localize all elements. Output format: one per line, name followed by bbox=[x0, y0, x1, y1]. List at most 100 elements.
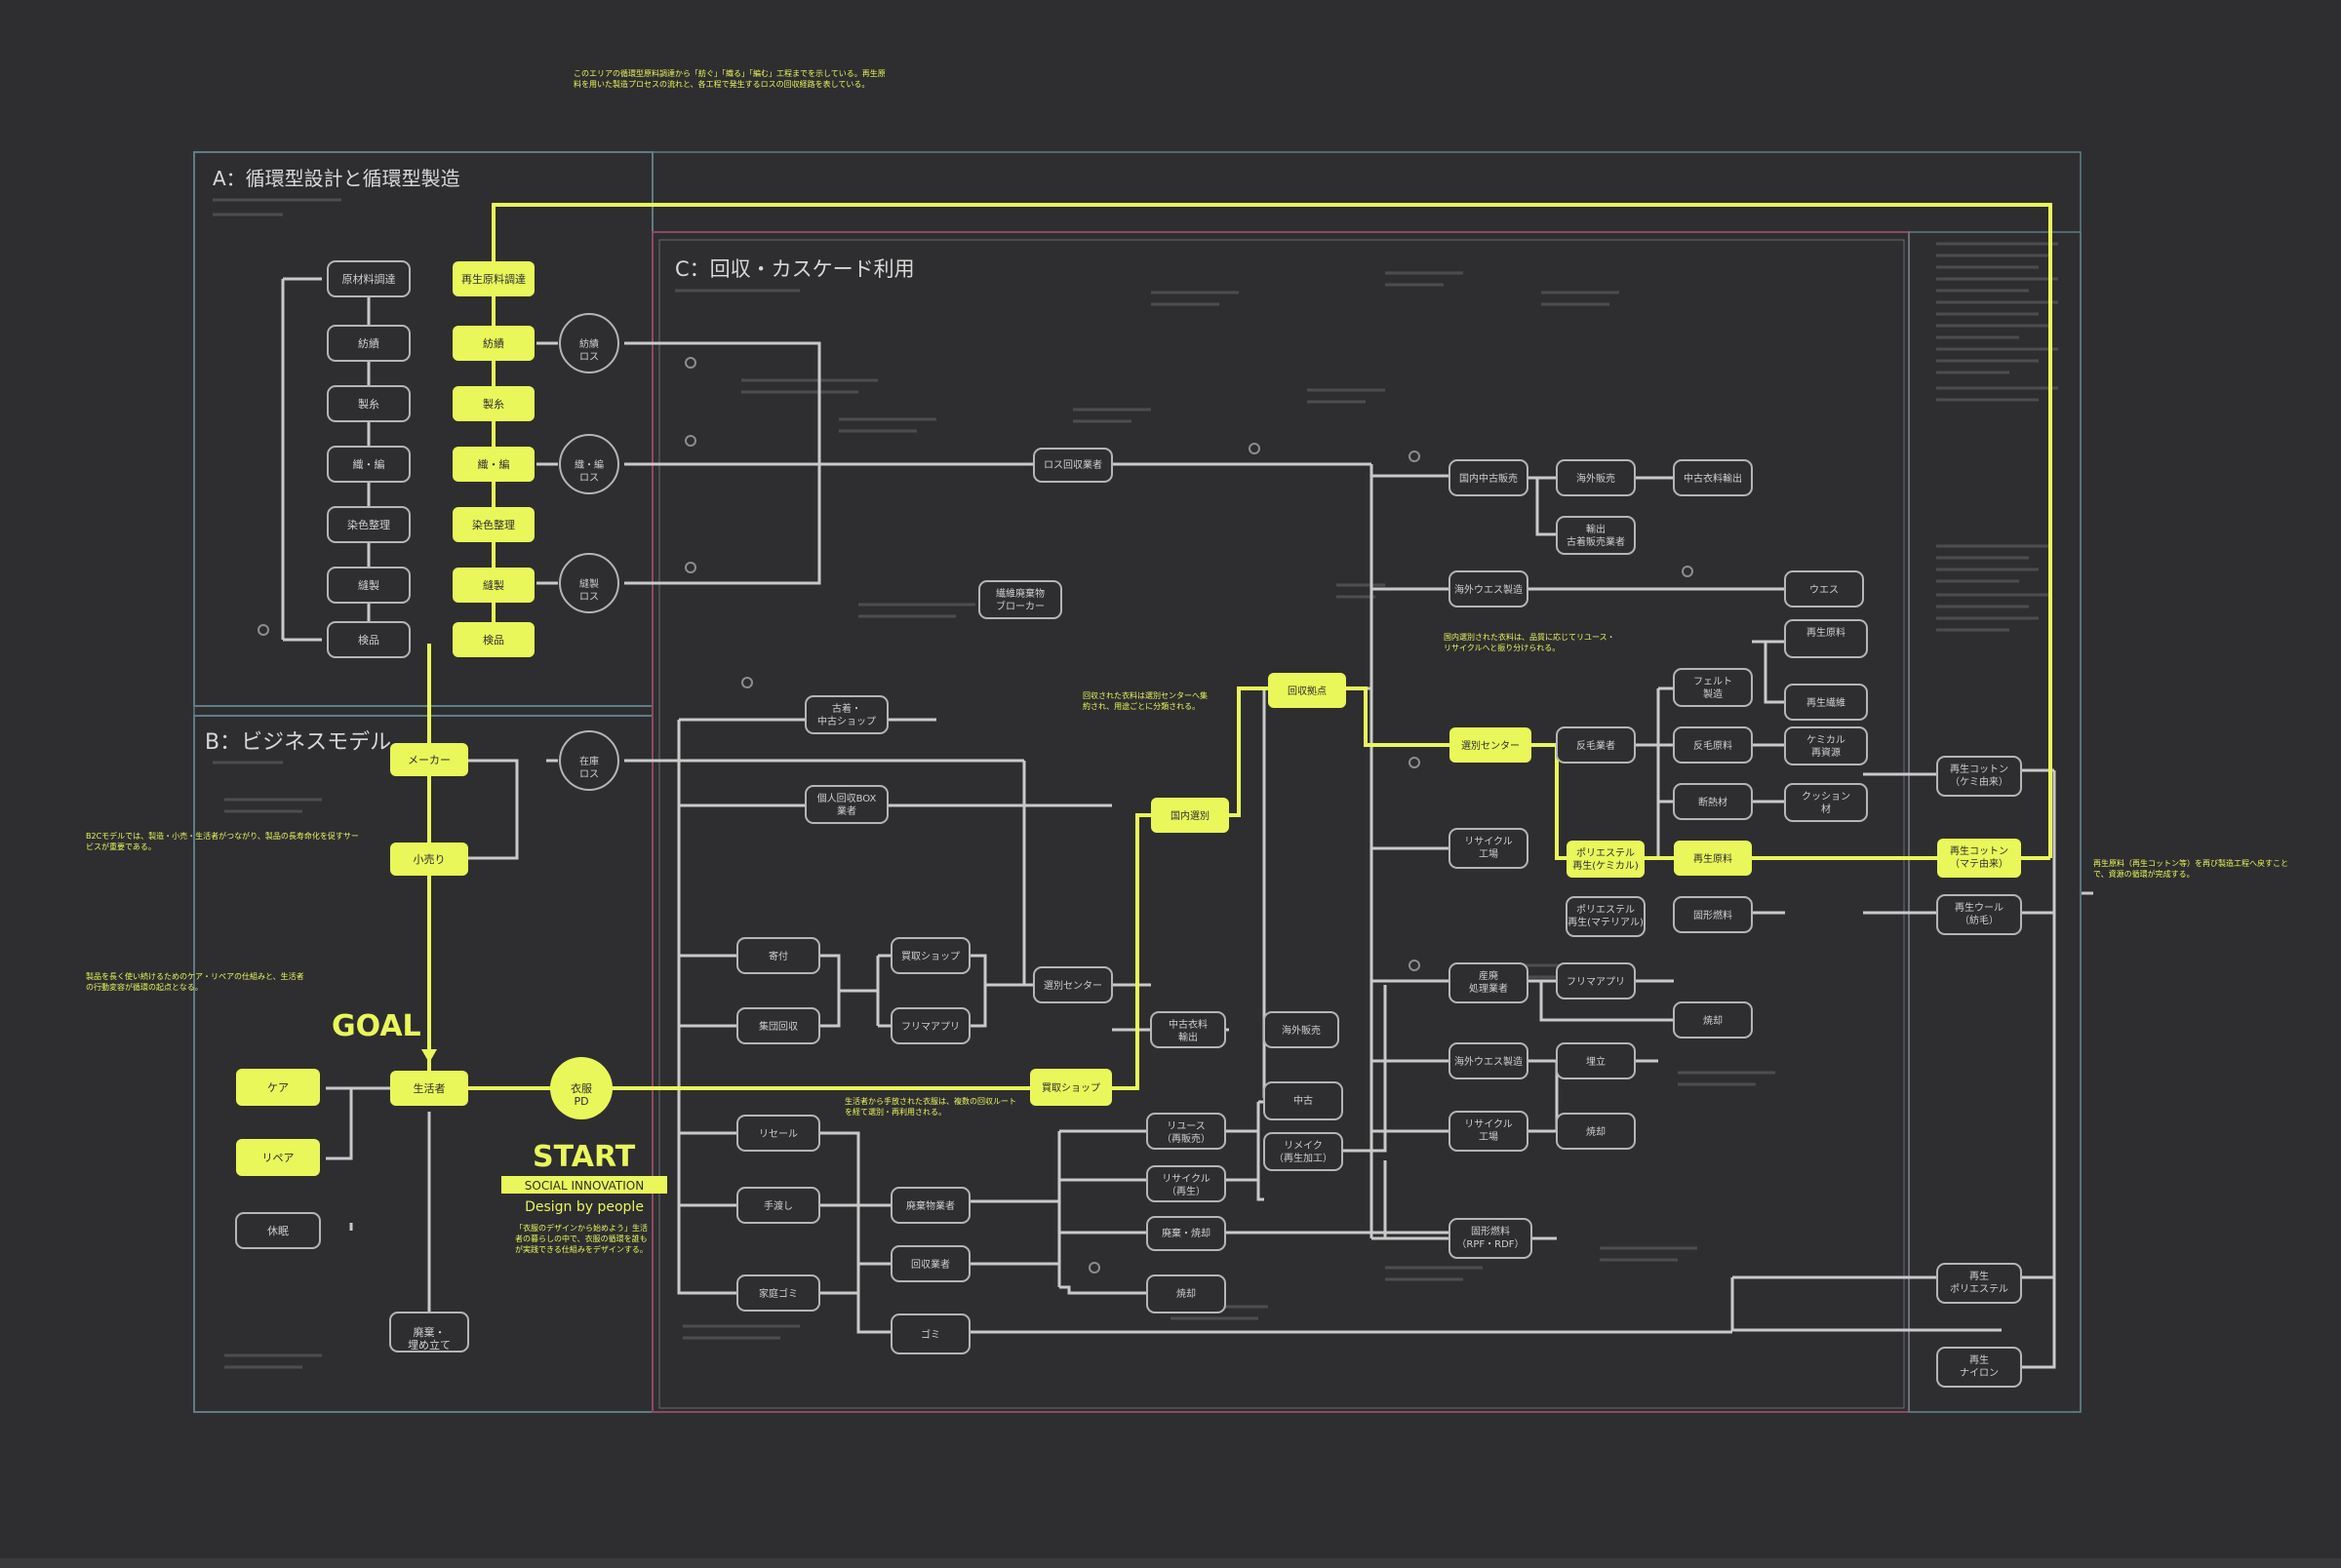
svg-text:リセール: リセール bbox=[759, 1128, 798, 1140]
node-repair[interactable]: リペア bbox=[236, 1139, 320, 1176]
node-bg[interactable]: 検品 bbox=[327, 621, 411, 658]
node-bc[interactable]: 製糸 bbox=[327, 385, 411, 422]
start-label: START bbox=[533, 1140, 636, 1174]
svg-text:廃棄物業者: 廃棄物業者 bbox=[906, 1199, 955, 1212]
node-bd[interactable]: 織・編 bbox=[327, 446, 411, 483]
node-bulk[interactable]: 集団回収 bbox=[736, 1007, 820, 1044]
node-recycle-plant[interactable]: リサイクル工場 bbox=[1448, 828, 1528, 869]
node-waste-a[interactable]: 廃棄物業者 bbox=[891, 1187, 971, 1224]
loss-circle-1[interactable]: 紡績ロス bbox=[559, 313, 619, 373]
node-remake[interactable]: リメイク（再生加工） bbox=[1263, 1132, 1343, 1171]
svg-text:検品: 検品 bbox=[483, 633, 504, 647]
node-used-shop[interactable]: 古着・中古ショップ bbox=[805, 695, 889, 734]
node-overseas-2[interactable]: 海外販売 bbox=[1263, 1011, 1339, 1048]
node-used-clothing[interactable]: 中古衣料輸出 bbox=[1673, 459, 1753, 496]
svg-text:縫製ロス: 縫製ロス bbox=[579, 577, 599, 603]
svg-text:再生原料: 再生原料 bbox=[1693, 852, 1732, 865]
svg-text:中古衣料輸出: 中古衣料輸出 bbox=[1169, 1018, 1208, 1043]
node-recycle-fuel[interactable]: 固形燃料 bbox=[1673, 896, 1753, 933]
node-cotton-chem[interactable]: 再生コットン（ケミ由来） bbox=[1936, 756, 2022, 797]
node-cushion[interactable]: クッション材 bbox=[1784, 783, 1868, 822]
node-used-export2[interactable]: 輸出古着販売業者 bbox=[1556, 516, 1636, 555]
node-fire[interactable]: 焼却 bbox=[1673, 1001, 1753, 1039]
loss-circle-2[interactable]: 織・編ロス bbox=[559, 434, 619, 494]
node-resale[interactable]: リセール bbox=[736, 1115, 820, 1152]
loss-circle-4[interactable]: 在庫ロス bbox=[559, 730, 619, 791]
svg-text:フリマアプリ: フリマアプリ bbox=[1567, 976, 1625, 988]
node-ad[interactable]: 織・編 bbox=[453, 447, 535, 482]
node-nylon[interactable]: 再生ナイロン bbox=[1936, 1347, 2022, 1388]
node-recycled-material[interactable]: 再生原料 bbox=[1674, 841, 1752, 876]
node-ab[interactable]: 紡績 bbox=[453, 326, 535, 361]
node-rpf[interactable]: 固形燃料（RPF・RDF） bbox=[1448, 1218, 1532, 1259]
node-cotton-mat[interactable]: 再生コットン（マテ由来） bbox=[1937, 839, 2021, 878]
node-broker[interactable]: 繊維廃棄物ブローカー bbox=[978, 580, 1062, 619]
node-domestic-sort-2[interactable]: 中古衣料輸出 bbox=[1150, 1011, 1226, 1048]
node-ag[interactable]: 検品 bbox=[453, 622, 535, 657]
node-fuel-c[interactable]: ケミカル再資源 bbox=[1784, 726, 1868, 765]
node-aa[interactable]: 再生原料調達 bbox=[453, 261, 535, 296]
node-care[interactable]: ケア bbox=[236, 1069, 320, 1106]
node-landfill-2[interactable]: フリマアプリ bbox=[1556, 962, 1636, 1000]
node-sort-center[interactable]: 選別センター bbox=[1033, 966, 1113, 1003]
node-ae[interactable]: 染色整理 bbox=[453, 507, 535, 542]
node-retail[interactable]: 小売り bbox=[390, 843, 468, 876]
node-pet-recycle[interactable]: ポリエステル再生(ケミカル) bbox=[1567, 841, 1645, 878]
node-chem-recycle[interactable]: 反毛原料 bbox=[1673, 726, 1753, 764]
node-poly-b[interactable]: ポリエステル再生(マテリアル) bbox=[1566, 896, 1646, 937]
node-collect-a[interactable]: 回収業者 bbox=[891, 1245, 971, 1282]
node-remake-a[interactable]: 中古 bbox=[1263, 1081, 1343, 1120]
node-hand[interactable]: 手渡し bbox=[736, 1187, 820, 1224]
node-idle[interactable]: 休眠 bbox=[235, 1212, 321, 1249]
node-bb[interactable]: 紡績 bbox=[327, 325, 411, 362]
node-collect-start[interactable]: 買取ショップ bbox=[1030, 1069, 1112, 1106]
node-be[interactable]: 染色整理 bbox=[327, 506, 411, 543]
node-fleamarket[interactable]: フリマアプリ bbox=[891, 1007, 971, 1044]
svg-text:固形燃料（RPF・RDF）: 固形燃料（RPF・RDF） bbox=[1456, 1225, 1524, 1250]
node-poly2[interactable]: 再生ポリエステル bbox=[1936, 1263, 2022, 1304]
node-fuel-b[interactable]: 再生繊維 bbox=[1784, 684, 1868, 721]
node-waste-b[interactable]: 海外ウエス製造 bbox=[1448, 1042, 1528, 1079]
node-af[interactable]: 縫製 bbox=[453, 568, 535, 603]
node-dispose[interactable]: 廃棄・焼却 bbox=[1146, 1216, 1226, 1251]
node-recycle-center[interactable]: 選別センター bbox=[1449, 727, 1531, 763]
svg-text:紡績ロス: 紡績ロス bbox=[579, 337, 599, 363]
node-waste-plant[interactable]: 産廃処理業者 bbox=[1448, 962, 1528, 1003]
node-collect-b[interactable]: 埋立 bbox=[1556, 1042, 1636, 1079]
node-recycle-plant-2[interactable]: リサイクル工場 bbox=[1448, 1111, 1528, 1152]
node-fuel-a[interactable]: 再生原料 bbox=[1784, 619, 1868, 658]
node-felt[interactable]: フェルト製造 bbox=[1673, 668, 1753, 707]
node-fiber-recovery[interactable]: 反毛業者 bbox=[1556, 726, 1636, 764]
node-burn-2[interactable]: 焼却 bbox=[1556, 1113, 1636, 1150]
node-ac[interactable]: 製糸 bbox=[453, 386, 535, 421]
node-domestic-sort[interactable]: 国内選別 bbox=[1151, 798, 1229, 833]
node-home[interactable]: 家庭ゴミ bbox=[736, 1274, 820, 1312]
social-innovation-tag bbox=[501, 1176, 667, 1194]
node-mixed-waste[interactable]: 海外ウエス製造 bbox=[1448, 570, 1528, 608]
node-rag[interactable]: ウエス bbox=[1784, 570, 1864, 608]
node-loss-handler[interactable]: ロス回収業者 bbox=[1033, 448, 1113, 483]
node-recycle2[interactable]: リサイクル（再生） bbox=[1146, 1165, 1226, 1202]
node-overseas[interactable]: 海外販売 bbox=[1556, 459, 1636, 496]
node-buyback[interactable]: 買取ショップ bbox=[891, 937, 971, 974]
node-donation[interactable]: 寄付 bbox=[736, 937, 820, 974]
node-ba[interactable]: 原材料調達 bbox=[327, 260, 411, 297]
node-domestic-sale[interactable]: 国内中古販売 bbox=[1448, 459, 1528, 496]
node-burn[interactable]: 焼却 bbox=[1146, 1274, 1226, 1313]
svg-text:反毛業者: 反毛業者 bbox=[1576, 739, 1615, 752]
section-b-nodes: メーカー 小売り 生活者 ケア リペア 休眠 廃棄・埋め立て bbox=[235, 743, 469, 1352]
node-bf[interactable]: 縫製 bbox=[327, 567, 411, 604]
node-consumer[interactable]: 生活者 bbox=[390, 1071, 468, 1106]
svg-text:焼却: 焼却 bbox=[1176, 1288, 1196, 1300]
node-collect-hub[interactable]: 回収拠点 bbox=[1268, 673, 1346, 708]
node-leftover[interactable]: 廃棄・埋め立て bbox=[389, 1312, 469, 1352]
node-poly-wool[interactable]: 再生ウール（紡毛） bbox=[1936, 894, 2022, 935]
node-garbage[interactable]: ゴミ bbox=[891, 1313, 971, 1354]
node-insulation[interactable]: 断熱材 bbox=[1673, 783, 1753, 820]
node-maker[interactable]: メーカー bbox=[390, 743, 468, 776]
node-reuse[interactable]: リユース（再販売） bbox=[1146, 1113, 1226, 1150]
svg-text:廃棄・焼却: 廃棄・焼却 bbox=[1162, 1227, 1210, 1239]
loss-circle-3[interactable]: 縫製ロス bbox=[559, 553, 619, 613]
